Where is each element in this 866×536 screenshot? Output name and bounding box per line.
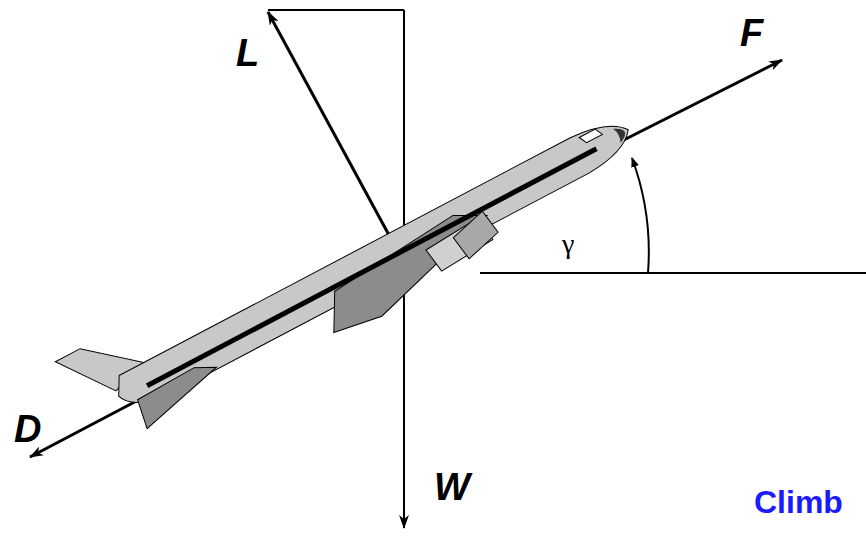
force-label: F [740,14,763,52]
force-label: W [434,468,470,506]
angle-arc [632,158,649,273]
lift-component [268,9,404,11]
airplane [55,75,651,461]
diagram-caption: Climb [754,486,843,518]
angle-label: γ [562,230,574,258]
force-label: D [14,410,41,448]
thrust-vector [600,60,782,152]
force-label: L [236,34,259,72]
lift-vector [268,12,396,248]
horizon-line [480,272,866,274]
